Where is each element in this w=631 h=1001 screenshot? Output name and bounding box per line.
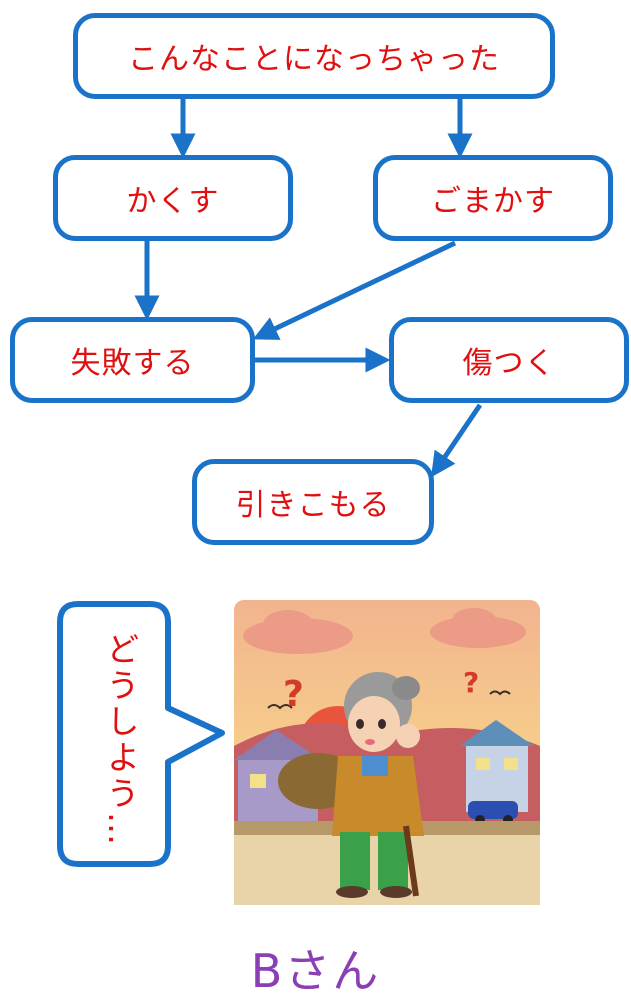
node-get-hurt: 傷つく <box>389 317 629 403</box>
node-label: かくす <box>126 184 220 219</box>
arrow-gloss-to-fail <box>252 240 457 340</box>
node-this-happened: こんなことになっちゃった <box>73 13 555 99</box>
node-label: ごまかす <box>431 184 555 219</box>
node-gloss-over: ごまかす <box>373 155 613 241</box>
arrow-hurt-to-withdraw <box>430 403 483 478</box>
node-label: こんなことになっちゃった <box>128 42 500 77</box>
svg-text:?: ? <box>463 666 479 699</box>
node-hide: かくす <box>53 155 293 241</box>
worried-elderly-woman-illustration: ? ? <box>234 600 540 905</box>
node-label: 傷つく <box>462 346 556 381</box>
node-label: 失敗する <box>70 346 195 381</box>
node-label: 引きこもる <box>235 488 391 523</box>
svg-text:?: ? <box>283 674 304 715</box>
node-fail: 失敗する <box>10 317 255 403</box>
person-label: Bさん <box>250 944 381 998</box>
speech-bubble-text: どうしよう… <box>101 632 140 848</box>
node-withdraw: 引きこもる <box>192 459 434 545</box>
